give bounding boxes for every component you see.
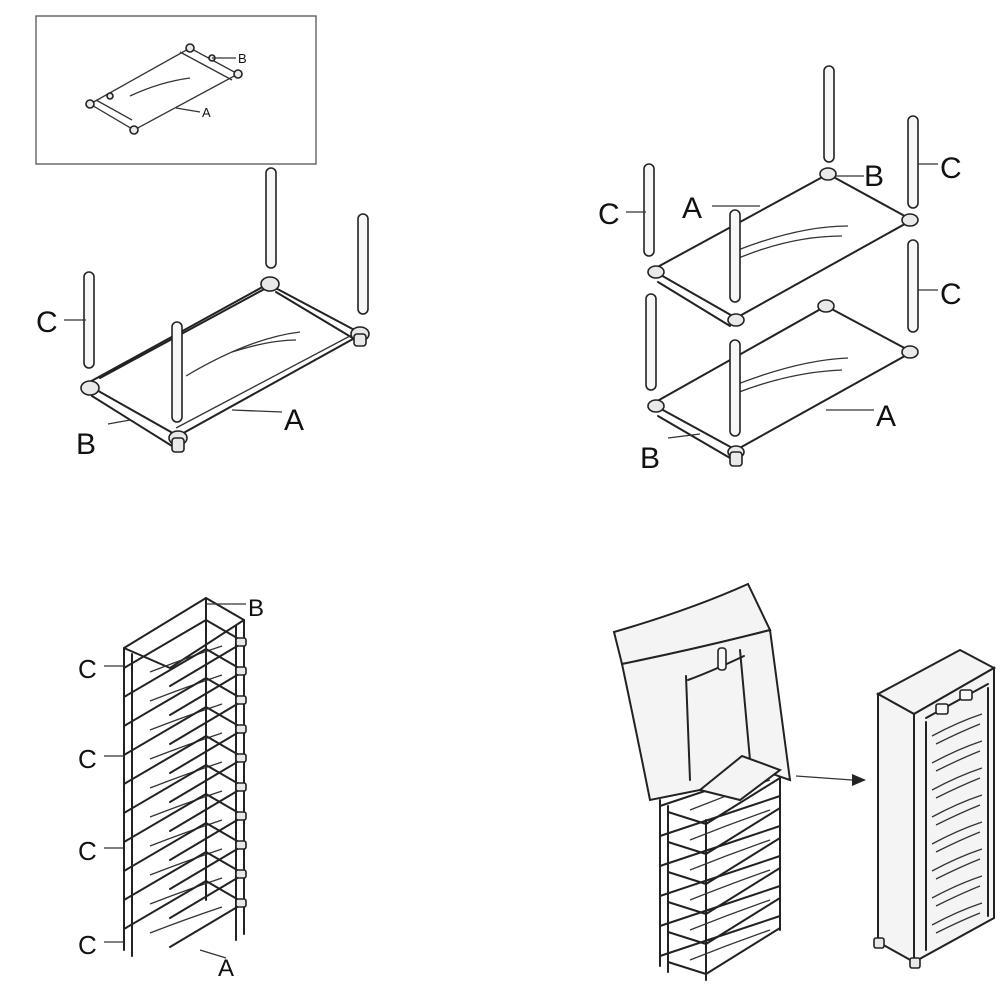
step3-label-a: A: [218, 955, 234, 982]
cabinet-shelf-outline: [931, 794, 983, 826]
step2-bottom-shelf: [647, 299, 919, 467]
pole-c: [171, 321, 183, 423]
pole-c: [357, 213, 369, 315]
shelf-tier: [123, 822, 247, 890]
inset-label-a: A: [202, 105, 211, 120]
shelf-tier: [123, 880, 247, 948]
step4-diagram: [612, 582, 997, 981]
step4-cover: [612, 582, 792, 802]
inset-panel: B A: [35, 15, 317, 165]
cabinet-shelf-outline: [931, 902, 983, 934]
step3-label-c3: C: [78, 836, 97, 866]
inset-label-b: B: [238, 51, 247, 66]
cabinet-shelf-outline: [931, 875, 983, 907]
step2-poles: [643, 65, 919, 437]
shelf-tier: [123, 648, 247, 716]
step3-label-c1: C: [78, 654, 97, 684]
step2-label-a-bottom: A: [876, 400, 896, 433]
step1-label-c: C: [36, 306, 58, 339]
step1-shelf: [85, 283, 363, 447]
step1-label-a: A: [284, 404, 304, 437]
shelf-tier: [659, 915, 781, 975]
step3-label-c2: C: [78, 744, 97, 774]
shelf-tier: [123, 851, 247, 919]
cabinet-shelf-outline: [931, 767, 983, 799]
shelf-tier: [659, 795, 781, 855]
shelf-tier: [123, 764, 247, 832]
step2-label-b: B: [864, 160, 884, 193]
shelf-tier: [123, 793, 247, 861]
step3-label-b: B: [248, 595, 264, 622]
step1-diagram: C A B: [36, 167, 370, 461]
cabinet-shelf-outline: [931, 740, 983, 772]
step4-arrow: [795, 774, 866, 786]
step2-label-b-bottom: B: [640, 442, 660, 475]
step2-label-c3: C: [940, 278, 962, 311]
shelf-tier: [123, 706, 247, 774]
shelf-tier: [123, 735, 247, 803]
step1-label-b: B: [76, 428, 96, 461]
step3-diagram: B C C C C A: [78, 595, 264, 982]
shelf-tier: [123, 677, 247, 745]
step4-finished-cabinet: [873, 648, 997, 969]
shelf-tier: [659, 855, 781, 915]
step2-diagram: C B C A C A B: [598, 65, 962, 475]
pole-c: [265, 167, 277, 269]
step1-poles: [83, 167, 369, 423]
step3-shelves: [123, 619, 247, 948]
shelf-tier: [123, 619, 247, 687]
cabinet-shelf-outline: [931, 821, 983, 853]
step3-label-c4: C: [78, 930, 97, 960]
inset-shelf: [85, 43, 243, 135]
inset-frame: [35, 15, 317, 165]
cabinet-shelf-outline: [931, 848, 983, 880]
step2-top-shelf: [647, 167, 919, 327]
shelf-tier: [659, 825, 781, 885]
step2-label-a-top: A: [682, 192, 702, 225]
step2-label-c1: C: [598, 198, 620, 231]
cabinet-shelf-outline: [931, 713, 983, 745]
shelf-tier: [659, 885, 781, 945]
step1-joints: [80, 276, 370, 453]
step4-tower-frame: [659, 763, 781, 981]
step2-label-c2: C: [940, 152, 962, 185]
